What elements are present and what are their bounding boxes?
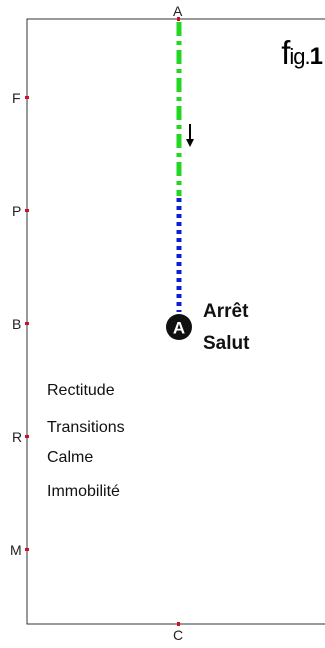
letter-markers [25, 17, 180, 626]
figure-label: fig.1 [281, 34, 323, 71]
note-3: Calme [47, 449, 94, 466]
letter-top: A [173, 3, 183, 19]
marker-m [25, 548, 29, 551]
point-circle [166, 314, 192, 340]
note-1: Rectitude [47, 382, 115, 399]
marker-p [25, 209, 29, 212]
letter-b: B [12, 316, 22, 332]
letter-r: R [12, 429, 23, 445]
marker-top [177, 17, 180, 21]
down-arrow-icon [186, 124, 194, 147]
figure-middle: ig. [289, 44, 310, 69]
letter-p: P [12, 203, 22, 219]
arena-border [26, 18, 325, 625]
marker-bottom [177, 622, 180, 626]
note-2: Transitions [47, 419, 125, 436]
letter-m: M [10, 542, 22, 558]
callout-line-2: Salut [203, 333, 250, 354]
letter-bottom: C [173, 627, 184, 643]
letter-f: F [12, 90, 21, 106]
note-4: Immobilité [47, 483, 120, 500]
marker-b [25, 322, 29, 325]
point-letter: A [173, 319, 185, 338]
figure-number: 1 [309, 43, 323, 70]
marker-r [25, 435, 29, 438]
marker-f [25, 96, 29, 99]
callout-line-1: Arrêt [203, 301, 249, 322]
figure-prefix: f [281, 34, 290, 71]
